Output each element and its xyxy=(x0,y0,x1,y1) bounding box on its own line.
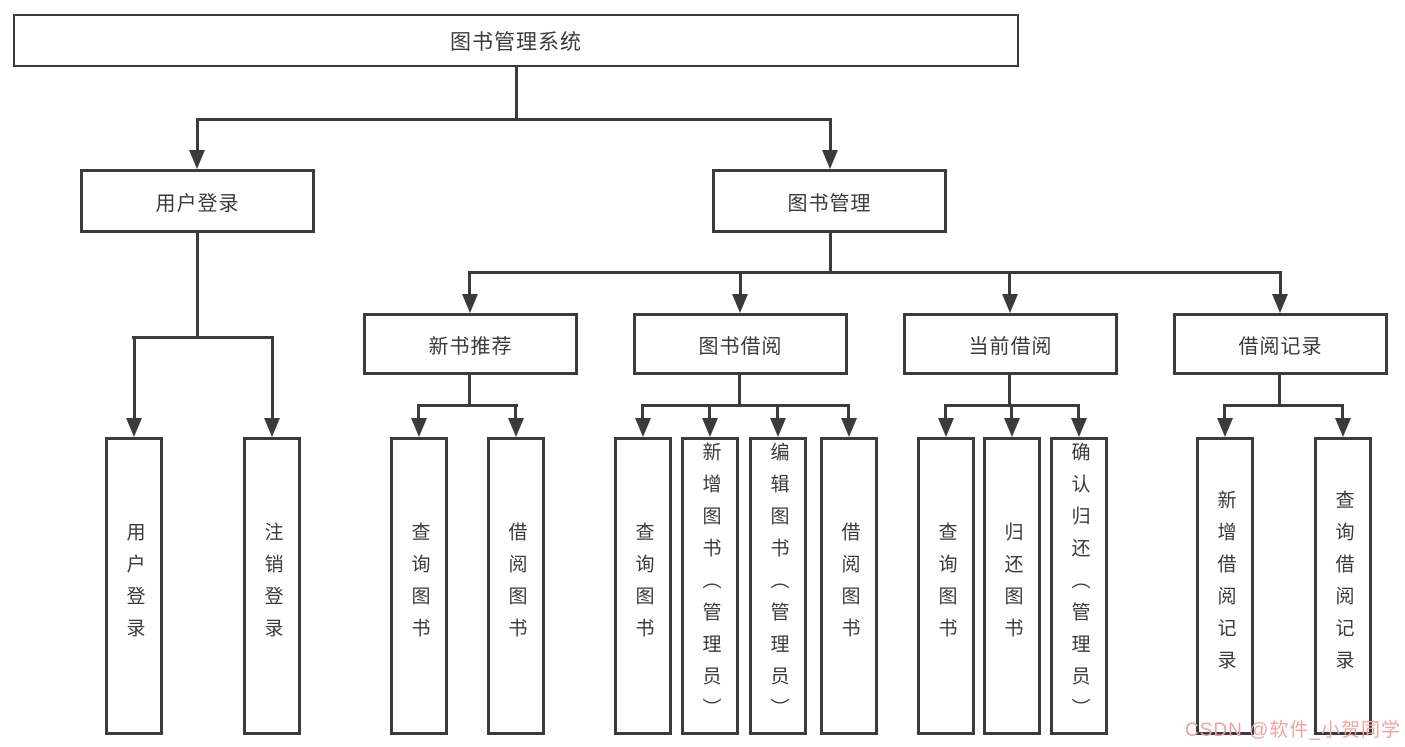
node-current-borrow-label: 当前借阅 xyxy=(968,335,1053,358)
leaf-cb-confirm: 确认归还（管理员） xyxy=(1050,437,1108,735)
arrow-book-borrow xyxy=(732,294,748,313)
leaf-nb-borrow: 借阅图书 xyxy=(487,437,545,735)
node-root-label: 图书管理系统 xyxy=(450,30,582,54)
connector-root-stem xyxy=(515,67,518,118)
leaf-bb-edit: 编辑图书（管理员） xyxy=(749,437,807,735)
connector-drop-cb-return xyxy=(1010,404,1013,420)
connector-drop-bb-query xyxy=(641,404,644,420)
leaf-br-add: 新增借阅记录 xyxy=(1196,437,1254,735)
leaf-bb-query: 查询图书 xyxy=(614,437,672,735)
arrow-current-borrow xyxy=(1002,294,1018,313)
leaf-logout-label: 注销登录 xyxy=(261,522,283,650)
connector-drop-nb-query xyxy=(417,404,420,420)
connector-drop-bb-add xyxy=(708,404,711,420)
node-new-books-label: 新书推荐 xyxy=(428,335,513,358)
leaf-user-login-label: 用户登录 xyxy=(123,522,145,650)
node-borrow-records-label: 借阅记录 xyxy=(1238,335,1323,358)
leaf-cb-query: 查询图书 xyxy=(917,437,975,735)
connector-new-books-hline xyxy=(418,404,518,407)
connector-drop-new-books xyxy=(468,271,471,296)
arrow-bb-borrow xyxy=(841,418,857,437)
connector-current-borrow-stem xyxy=(1008,375,1011,405)
connector-book-mgmt-stem xyxy=(829,233,832,272)
leaf-logout: 注销登录 xyxy=(243,437,301,735)
leaf-nb-query: 查询图书 xyxy=(390,437,448,735)
connector-user-login-hline xyxy=(132,336,274,339)
csdn-watermark: CSDN @软件_小贺同学 xyxy=(1185,720,1401,741)
arrow-user-login xyxy=(189,150,205,169)
arrow-br-query xyxy=(1335,418,1351,437)
leaf-cb-confirm-label: 确认归还（管理员） xyxy=(1068,442,1090,730)
leaf-bb-add: 新增图书（管理员） xyxy=(681,437,739,735)
connector-drop-book-borrow xyxy=(739,271,742,296)
arrow-bb-query xyxy=(635,418,651,437)
leaf-user-login: 用户登录 xyxy=(105,437,163,735)
arrow-bb-add xyxy=(702,418,718,437)
arrow-nb-borrow xyxy=(508,418,524,437)
connector-borrow-records-stem xyxy=(1278,375,1281,405)
connector-drop-logout xyxy=(271,336,274,420)
connector-drop-user-login xyxy=(196,118,199,152)
arrow-nb-query xyxy=(411,418,427,437)
connector-level1-hline xyxy=(196,118,832,121)
arrow-borrow-records xyxy=(1272,294,1288,313)
arrow-br-add xyxy=(1217,418,1233,437)
node-user-login-label: 用户登录 xyxy=(155,192,240,215)
connector-book-borrow-hline xyxy=(642,404,850,407)
arrow-cb-return xyxy=(1004,418,1020,437)
leaf-bb-borrow: 借阅图书 xyxy=(820,437,878,735)
node-book-borrow-label: 图书借阅 xyxy=(698,335,783,358)
leaf-bb-query-label: 查询图书 xyxy=(632,522,654,650)
arrow-cb-query xyxy=(938,418,954,437)
connector-drop-bb-edit xyxy=(776,404,779,420)
leaf-bb-add-label: 新增图书（管理员） xyxy=(699,442,721,730)
connector-drop-current-borrow xyxy=(1008,271,1011,296)
node-book-mgmt: 图书管理 xyxy=(712,169,947,233)
connector-borrow-records-hline xyxy=(1224,404,1344,407)
node-new-books: 新书推荐 xyxy=(363,313,578,375)
connector-user-login-stem xyxy=(196,233,199,337)
arrow-book-mgmt xyxy=(822,150,838,169)
connector-book-borrow-stem xyxy=(738,375,741,405)
leaf-br-add-label: 新增借阅记录 xyxy=(1214,490,1236,682)
connector-drop-login xyxy=(133,336,136,420)
leaf-cb-query-label: 查询图书 xyxy=(935,522,957,650)
leaf-cb-return: 归还图书 xyxy=(983,437,1041,735)
connector-drop-br-query xyxy=(1341,404,1344,420)
node-book-borrow: 图书借阅 xyxy=(633,313,848,375)
connector-drop-cb-confirm xyxy=(1077,404,1080,420)
node-borrow-records: 借阅记录 xyxy=(1173,313,1388,375)
leaf-bb-borrow-label: 借阅图书 xyxy=(838,522,860,650)
connector-level2-hline xyxy=(469,271,1282,274)
leaf-bb-edit-label: 编辑图书（管理员） xyxy=(767,442,789,730)
leaf-cb-return-label: 归还图书 xyxy=(1001,522,1023,650)
connector-drop-bb-borrow xyxy=(847,404,850,420)
connector-new-books-stem xyxy=(468,375,471,405)
leaf-br-query: 查询借阅记录 xyxy=(1314,437,1372,735)
leaf-br-query-label: 查询借阅记录 xyxy=(1332,490,1354,682)
connector-drop-book-mgmt xyxy=(829,118,832,152)
arrow-logout xyxy=(264,418,280,437)
node-user-login: 用户登录 xyxy=(80,169,315,233)
connector-drop-nb-borrow xyxy=(514,404,517,420)
arrow-login xyxy=(126,418,142,437)
connector-drop-borrow-records xyxy=(1279,271,1282,296)
leaf-nb-borrow-label: 借阅图书 xyxy=(505,522,527,650)
node-root: 图书管理系统 xyxy=(13,14,1019,67)
connector-drop-br-add xyxy=(1223,404,1226,420)
arrow-cb-confirm xyxy=(1071,418,1087,437)
node-current-borrow: 当前借阅 xyxy=(903,313,1118,375)
node-book-mgmt-label: 图书管理 xyxy=(787,192,872,215)
arrow-new-books xyxy=(462,294,478,313)
leaf-nb-query-label: 查询图书 xyxy=(408,522,430,650)
connector-drop-cb-query xyxy=(944,404,947,420)
arrow-bb-edit xyxy=(770,418,786,437)
